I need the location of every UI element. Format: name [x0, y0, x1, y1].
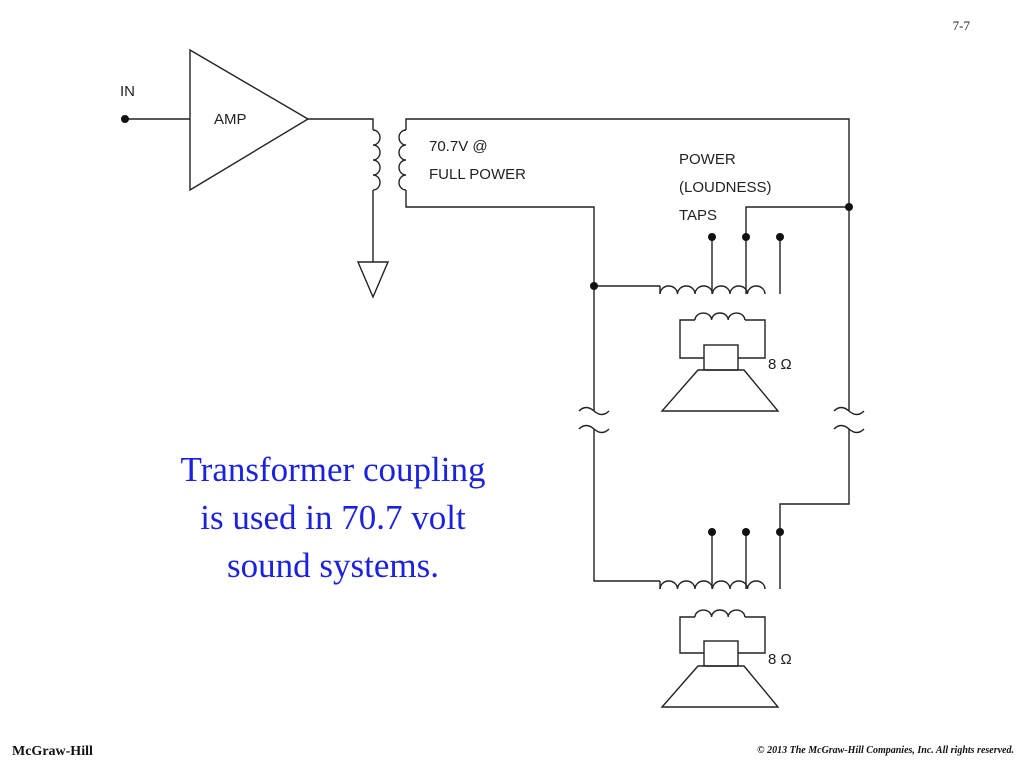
- speaker2-transformer-secondary: [694, 609, 746, 618]
- junction-right-top: [845, 203, 853, 211]
- transformer-secondary-coil: [398, 129, 407, 191]
- slide-number: 7-7: [952, 18, 970, 33]
- speaker2-magnet: [703, 640, 739, 667]
- amplifier-symbol: [189, 48, 310, 192]
- taps-label-line3: TAPS: [679, 207, 717, 224]
- ground-symbol: [356, 261, 390, 299]
- speaker1-magnet: [703, 344, 739, 371]
- right-bus-break: [833, 406, 865, 434]
- left-bus-lower: [593, 429, 660, 582]
- secondary-top-wire: [405, 118, 850, 207]
- copyright-notice: © 2013 The McGraw-Hill Companies, Inc. A…: [757, 745, 1014, 756]
- speaker1-impedance-label: 8 Ω: [768, 356, 792, 373]
- right-bus-lower: [779, 429, 850, 532]
- speaker2-impedance-label: 8 Ω: [768, 651, 792, 668]
- speaker1-tap-3: [776, 233, 784, 241]
- caption-line-1: Transformer coupling: [180, 450, 486, 489]
- taps-label-line2: (LOUDNESS): [679, 179, 772, 196]
- speaker2-tap-1: [708, 528, 716, 536]
- caption-line-2: is used in 70.7 volt: [200, 498, 466, 537]
- voltage-label-line1: 70.7V @: [429, 138, 488, 155]
- secondary-bottom-wire: [405, 190, 595, 286]
- speaker1-transformer-secondary: [694, 312, 746, 321]
- speaker2-tap-3: [776, 528, 784, 536]
- speaker1-tap-2: [742, 233, 750, 241]
- amp-label: AMP: [214, 111, 247, 128]
- input-label: IN: [120, 83, 135, 100]
- right-bus-to-tap1: [745, 206, 849, 237]
- slide-caption: Transformer coupling is used in 70.7 vol…: [150, 446, 516, 590]
- speaker2-tap-2: [742, 528, 750, 536]
- speaker1-cone: [660, 369, 780, 412]
- publisher-logo-text: McGraw-Hill: [12, 744, 93, 759]
- transformer-primary-coil: [372, 129, 381, 191]
- speaker2-cone: [660, 665, 780, 708]
- amp-output-wire: [308, 118, 374, 130]
- left-bus-break: [578, 406, 610, 434]
- caption-line-3: sound systems.: [227, 546, 439, 585]
- voltage-label-line2: FULL POWER: [429, 166, 526, 183]
- junction-left-top: [590, 282, 598, 290]
- speaker1-tap-1: [708, 233, 716, 241]
- taps-label-line1: POWER: [679, 151, 736, 168]
- input-terminal: [121, 115, 129, 123]
